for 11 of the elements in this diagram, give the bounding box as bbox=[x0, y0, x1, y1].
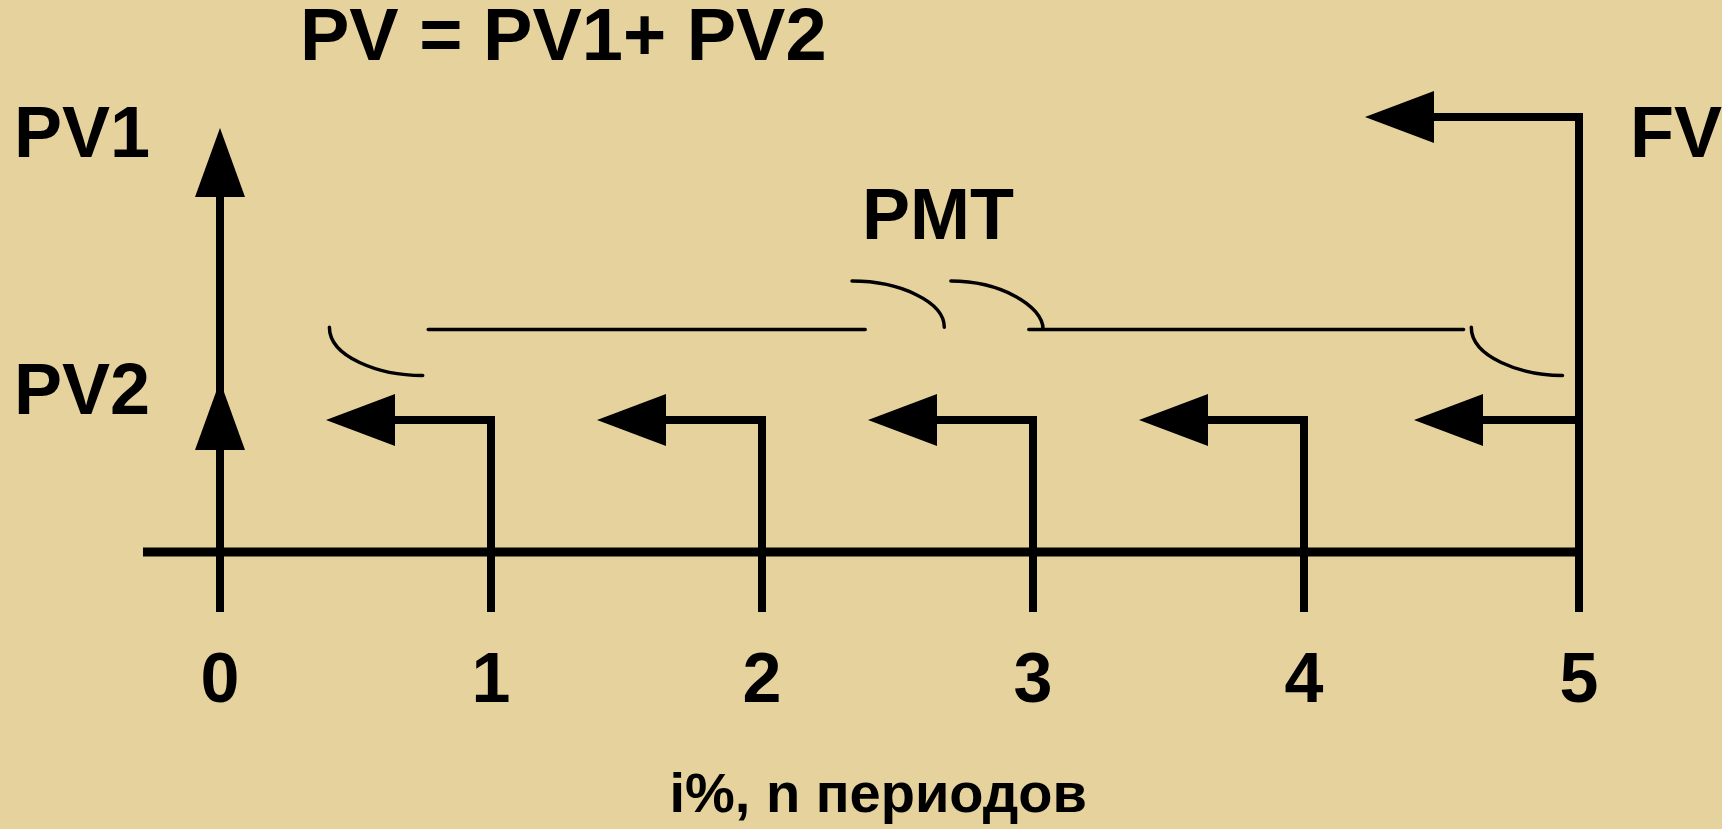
value-label: PV1 bbox=[14, 96, 151, 168]
period-number: 2 bbox=[742, 643, 782, 713]
formula-title: PV = PV1+ PV2 bbox=[300, 0, 827, 72]
period-number: 1 bbox=[471, 643, 511, 713]
period-number: 4 bbox=[1284, 643, 1324, 713]
period-number: 5 bbox=[1559, 643, 1599, 713]
value-label: PV2 bbox=[14, 353, 151, 425]
period-number: 0 bbox=[200, 643, 240, 713]
value-label: PMT bbox=[862, 178, 1014, 250]
period-number: 3 bbox=[1013, 643, 1053, 713]
value-label: FV bbox=[1630, 96, 1722, 168]
